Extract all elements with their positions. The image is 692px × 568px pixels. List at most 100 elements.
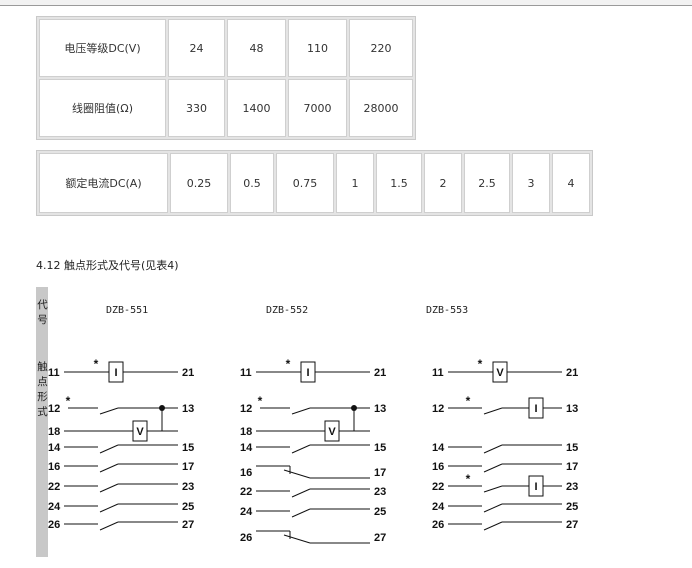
terminal-label: 16 bbox=[240, 467, 252, 479]
polarity-mark: * bbox=[94, 357, 99, 371]
terminal-label: 13 bbox=[566, 403, 578, 415]
coil-box bbox=[132, 420, 148, 442]
polarity-mark: * bbox=[478, 357, 483, 371]
terminal-label: 24 bbox=[240, 506, 253, 518]
switch-blade bbox=[291, 488, 311, 498]
table-cell: 2 bbox=[424, 153, 462, 213]
model-label: DZB-551 bbox=[106, 305, 149, 316]
terminal-label: 13 bbox=[182, 403, 194, 415]
terminal-label: 14 bbox=[240, 442, 253, 454]
table-cell: 28000 bbox=[349, 79, 413, 137]
coil-label: I bbox=[114, 367, 117, 379]
switch-blade bbox=[483, 521, 503, 531]
polarity-mark: * bbox=[466, 394, 471, 408]
polarity-mark: * bbox=[258, 394, 263, 408]
switch-blade bbox=[291, 508, 311, 518]
switch-blade bbox=[99, 463, 119, 473]
terminal-label: 21 bbox=[374, 367, 386, 379]
table-cell: 1 bbox=[336, 153, 374, 213]
section-title: 4.12 触点形式及代号(见表4) bbox=[36, 259, 179, 272]
terminal-label: 26 bbox=[432, 519, 444, 531]
switch-blade bbox=[291, 444, 311, 454]
row-label-resistance: 线圈阻值(Ω) bbox=[39, 79, 166, 137]
polarity-mark: * bbox=[466, 472, 471, 486]
coil-box bbox=[528, 397, 544, 419]
terminal-label: 24 bbox=[432, 501, 445, 513]
terminal-label: 25 bbox=[374, 506, 386, 518]
terminal-label: 11 bbox=[48, 367, 60, 379]
terminal-label: 15 bbox=[182, 442, 194, 454]
switch-blade bbox=[99, 483, 119, 493]
model-label: DZB-552 bbox=[266, 305, 309, 316]
terminal-label: 23 bbox=[374, 486, 386, 498]
terminal-label: 27 bbox=[374, 532, 386, 544]
terminal-label: 22 bbox=[48, 481, 60, 493]
coil-box bbox=[492, 361, 508, 383]
coil-box bbox=[108, 361, 124, 383]
coil-box bbox=[300, 361, 316, 383]
terminal-label: 24 bbox=[48, 501, 61, 513]
terminal-label: 16 bbox=[432, 461, 444, 473]
switch-blade bbox=[99, 503, 119, 513]
table-cell: 1400 bbox=[227, 79, 286, 137]
terminal-label: 25 bbox=[566, 501, 578, 513]
table-cell: 110 bbox=[288, 19, 347, 77]
table-cell: 7000 bbox=[288, 79, 347, 137]
table-cell: 0.5 bbox=[230, 153, 274, 213]
switch-blade bbox=[99, 521, 119, 531]
row-label-current: 额定电流DC(A) bbox=[39, 153, 168, 213]
terminal-label: 23 bbox=[566, 481, 578, 493]
coil-label: V bbox=[328, 426, 336, 438]
coil-label: I bbox=[534, 403, 537, 415]
terminal-label: 12 bbox=[48, 403, 60, 415]
terminal-label: 16 bbox=[48, 461, 60, 473]
terminal-label: 11 bbox=[240, 367, 252, 379]
terminal-label: 22 bbox=[432, 481, 444, 493]
switch-blade bbox=[483, 407, 503, 415]
terminal-label: 27 bbox=[566, 519, 578, 531]
terminal-label: 26 bbox=[240, 532, 252, 544]
side-label-code: 代 号 bbox=[37, 299, 48, 326]
switch-blade bbox=[291, 407, 311, 415]
terminal-label: 14 bbox=[432, 442, 445, 454]
switch-blade bbox=[99, 444, 119, 454]
terminal-label: 17 bbox=[374, 467, 386, 479]
table-cell: 24 bbox=[168, 19, 225, 77]
side-label-bar bbox=[36, 287, 48, 557]
terminal-label: 12 bbox=[432, 403, 444, 415]
terminal-label: 27 bbox=[182, 519, 194, 531]
table-cell: 2.5 bbox=[464, 153, 510, 213]
model-label: DZB-553 bbox=[426, 305, 469, 316]
table-cell: 48 bbox=[227, 19, 286, 77]
terminal-label: 11 bbox=[432, 367, 444, 379]
switch-blade bbox=[483, 503, 503, 513]
table-cell: 330 bbox=[168, 79, 225, 137]
polarity-mark: * bbox=[286, 357, 291, 371]
coil-box bbox=[528, 475, 544, 497]
terminal-label: 26 bbox=[48, 519, 60, 531]
terminal-label: 23 bbox=[182, 481, 194, 493]
terminal-label: 17 bbox=[566, 461, 578, 473]
switch-blade bbox=[283, 469, 311, 479]
table-cell: 0.75 bbox=[276, 153, 334, 213]
switch-blade bbox=[483, 444, 503, 454]
terminal-label: 18 bbox=[240, 426, 252, 438]
terminal-label: 18 bbox=[48, 426, 60, 438]
row-label-voltage: 电压等级DC(V) bbox=[39, 19, 166, 77]
terminal-label: 15 bbox=[374, 442, 386, 454]
polarity-mark: * bbox=[66, 394, 71, 408]
terminal-label: 22 bbox=[240, 486, 252, 498]
terminal-label: 21 bbox=[566, 367, 578, 379]
switch-blade bbox=[483, 463, 503, 473]
terminal-label: 12 bbox=[240, 403, 252, 415]
table-row: 电压等级DC(V) 24 48 110 220 bbox=[39, 19, 413, 77]
table-cell: 220 bbox=[349, 19, 413, 77]
coil-label: V bbox=[496, 367, 504, 379]
terminal-label: 13 bbox=[374, 403, 386, 415]
switch-blade bbox=[483, 485, 503, 493]
coil-box bbox=[324, 420, 340, 442]
terminal-label: 21 bbox=[182, 367, 194, 379]
rated-current-table: 额定电流DC(A) 0.25 0.5 0.75 1 1.5 2 2.5 3 4 bbox=[36, 150, 593, 216]
terminal-label: 17 bbox=[182, 461, 194, 473]
